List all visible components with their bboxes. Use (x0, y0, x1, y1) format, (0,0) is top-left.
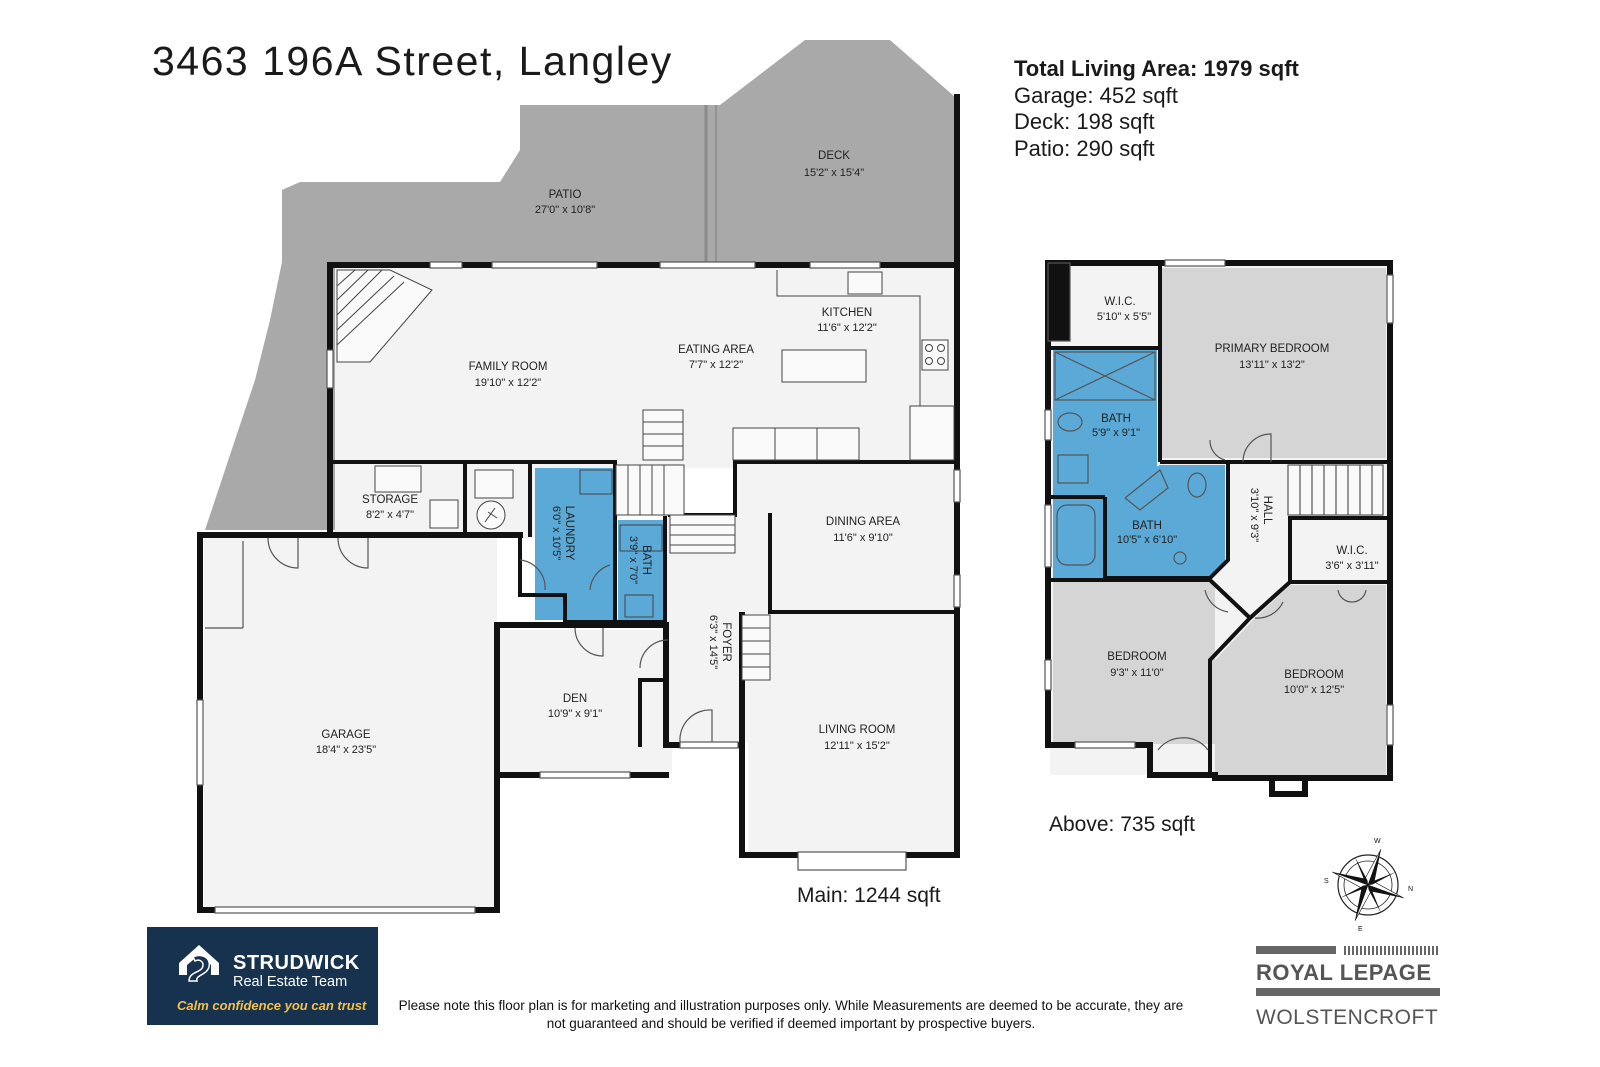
wic-primary-dim: 5'10" x 5'5" (1097, 311, 1151, 323)
disclaimer-text: Please note this floor plan is for marke… (398, 998, 1184, 1031)
family-room-dim: 19'10" x 12'2" (475, 377, 542, 389)
compass-s: S (1324, 878, 1329, 885)
storage-dim: 8'2" x 4'7" (366, 509, 414, 521)
compass-w: W (1374, 838, 1381, 845)
outdoor-areas (205, 40, 955, 530)
den-label: DEN (563, 693, 587, 705)
wic-hall-label: W.I.C. (1336, 545, 1367, 557)
compass-e: E (1358, 926, 1363, 933)
main-floor-area: Main: 1244 sqft (797, 884, 941, 907)
deck-area: Deck: 198 sqft (1014, 109, 1155, 134)
garage-area: Garage: 452 sqft (1014, 82, 1178, 108)
deck-dim: 15'2" x 15'4" (804, 167, 864, 179)
laundry-label: LAUNDRY (563, 506, 575, 561)
compass-rose-icon: W N S E (1324, 838, 1413, 933)
living-room-label: LIVING ROOM (819, 724, 896, 736)
room-labels: PATIO 27'0" x 10'8" DECK 15'2" x 15'4" F… (316, 150, 1379, 756)
hall-label: HALL (1261, 496, 1273, 525)
storage-label: STORAGE (362, 494, 418, 506)
garage-label: GARAGE (321, 729, 371, 741)
kitchen-label: KITCHEN (822, 307, 872, 319)
den-dim: 10'9" x 9'1" (548, 708, 602, 720)
upper-bath-label: BATH (1132, 520, 1162, 532)
deck-surface (720, 40, 955, 265)
laundry-dim: 6'0" x 10'5" (550, 506, 562, 560)
foyer-label: FOYER (720, 622, 732, 662)
main-bath-dim: 3'9" x 7'0" (627, 536, 639, 584)
deck-label: DECK (818, 150, 850, 162)
upper-bath-dim: 10'5" x 6'10" (1117, 534, 1177, 546)
total-living-area: Total Living Area: 1979 sqft (1014, 56, 1299, 81)
team-title: STRUDWICK (233, 952, 360, 974)
compass-n: N (1408, 886, 1413, 893)
hall-dim: 3'10" x 9'3" (1248, 488, 1260, 542)
patio-surface (205, 105, 720, 530)
main-floor-fixtures (336, 269, 955, 681)
bedroom-1-label: BEDROOM (1107, 651, 1166, 663)
kitchen-dim: 11'6" x 12'2" (817, 322, 877, 334)
strudwick-house-icon (179, 945, 219, 982)
patio-area: Patio: 290 sqft (1014, 135, 1155, 161)
eating-area-dim: 7'7" x 12'2" (689, 359, 743, 371)
primary-bedroom-label: PRIMARY BEDROOM (1215, 343, 1330, 355)
wic-primary-label: W.I.C. (1104, 296, 1135, 308)
brokerage-name: ROYAL LEPAGE (1256, 960, 1432, 985)
upper-floor-openings (1044, 259, 1394, 751)
area-summary: Total Living Area: 1979 sqft Garage: 452… (1014, 56, 1299, 162)
main-bath-label: BATH (640, 545, 652, 575)
ensuite-bath-label: BATH (1101, 413, 1131, 425)
main-floor-openings (196, 261, 961, 914)
strudwick-logo: STRUDWICK Real Estate Team Calm confiden… (147, 927, 378, 1025)
patio-label: PATIO (549, 189, 582, 201)
brokerage-office: WOLSTENCROFT (1256, 1006, 1439, 1029)
team-subtitle: Real Estate Team (233, 974, 348, 990)
upper-floor-area: Above: 735 sqft (1049, 813, 1195, 836)
team-tagline: Calm confidence you can trust (177, 998, 367, 1013)
dining-area-label: DINING AREA (826, 516, 900, 528)
wic-hall-dim: 3'6" x 3'11" (1325, 560, 1378, 572)
upper-floor-walls (1045, 260, 1393, 797)
bedroom-2-label: BEDROOM (1284, 669, 1343, 681)
patio-dim: 27'0" x 10'8" (535, 204, 595, 216)
ensuite-bath-dim: 5'9" x 9'1" (1092, 427, 1140, 439)
bedroom-2-dim: 10'0" x 12'5" (1284, 684, 1344, 696)
bedroom-1-dim: 9'3" x 11'0" (1110, 667, 1163, 679)
eating-area-label: EATING AREA (678, 344, 754, 356)
property-address: 3463 196A Street, Langley (152, 38, 673, 84)
dining-area-dim: 11'6" x 9'10" (833, 532, 893, 544)
garage-dim: 18'4" x 23'5" (316, 744, 376, 756)
foyer-dim: 6'3" x 14'5" (707, 615, 719, 669)
living-room-dim: 12'11" x 15'2" (824, 740, 890, 752)
primary-bedroom-dim: 13'11" x 13'2" (1239, 359, 1305, 371)
family-room-label: FAMILY ROOM (469, 361, 548, 373)
